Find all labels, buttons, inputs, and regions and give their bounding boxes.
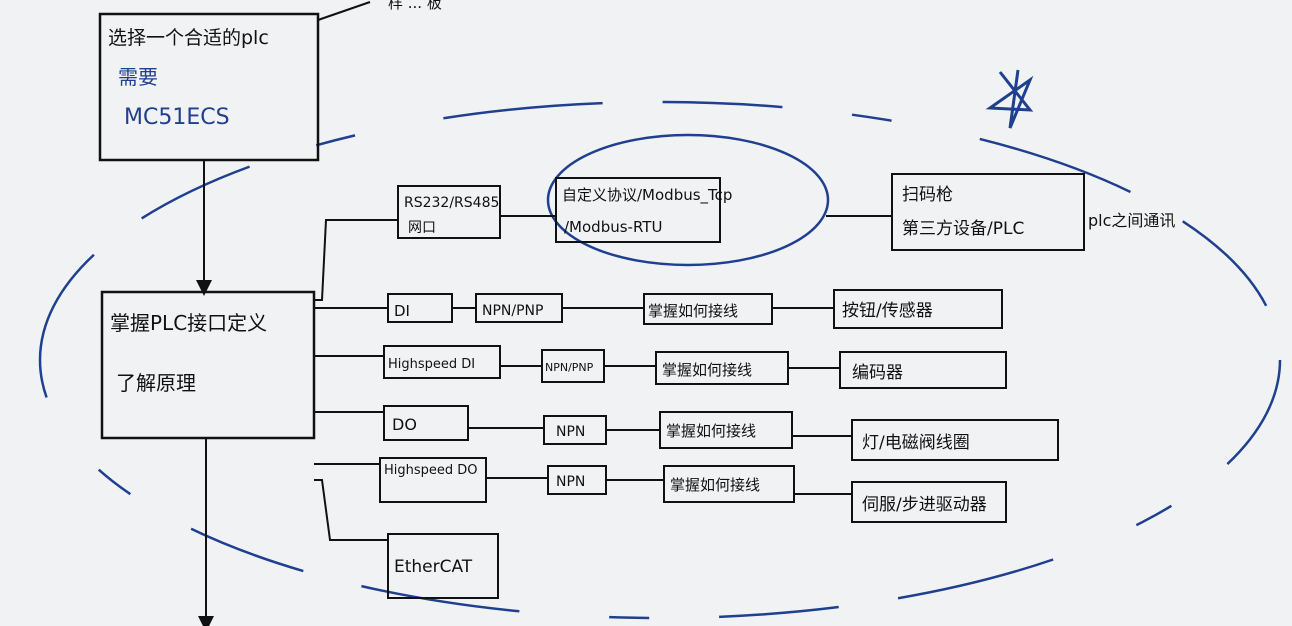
di-type: NPN/PNP <box>482 303 543 319</box>
ethercat-box <box>387 533 499 599</box>
top-box-title: 选择一个合适的plc <box>108 27 269 49</box>
hsdo-device: 伺服/步进驱动器 <box>862 495 987 515</box>
di-device: 按钮/传感器 <box>842 301 933 321</box>
device-box <box>891 173 1085 251</box>
comm-port-line1: RS232/RS485 <box>404 195 499 211</box>
hsdo-label: Highspeed DO <box>384 463 478 478</box>
hsdi-type: NPN/PNP <box>545 361 594 374</box>
protocol-box <box>555 177 721 243</box>
protocol-circle <box>546 133 830 267</box>
hsdi-device: 编码器 <box>852 363 903 383</box>
di-device-box <box>833 289 1003 329</box>
top-box-line2: 需要 <box>118 65 158 89</box>
hsdo-wiring: 掌握如何接线 <box>670 476 760 494</box>
do-label: DO <box>392 415 417 434</box>
hsdi-label: Highspeed DI <box>388 357 475 372</box>
do-device: 灯/电磁阀线圈 <box>862 433 970 453</box>
do-wiring-box <box>659 411 793 449</box>
star-icon <box>985 69 1034 129</box>
top-box <box>98 12 320 162</box>
do-box <box>383 405 469 441</box>
scope-ellipse <box>38 100 1282 620</box>
ethercat-label: EtherCAT <box>394 557 473 577</box>
do-device-box <box>851 419 1059 461</box>
do-type: NPN <box>556 424 585 440</box>
left-box-line1: 掌握PLC接口定义 <box>110 311 267 335</box>
comm-note: plc之间通讯 <box>1088 211 1175 230</box>
device-line2: 第三方设备/PLC <box>902 219 1024 239</box>
protocol-line2: /Modbus-RTU <box>564 218 662 236</box>
hsdo-wiring-box <box>663 465 795 503</box>
hsdo-type: NPN <box>556 474 585 490</box>
left-box <box>100 290 316 440</box>
protocol-line1: 自定义协议/Modbus_Tcp <box>562 186 732 205</box>
left-box-line2: 了解原理 <box>116 371 196 395</box>
hsdi-box <box>383 345 501 379</box>
do-wiring: 掌握如何接线 <box>666 422 756 440</box>
hsdo-box <box>379 457 487 503</box>
di-wiring: 掌握如何接线 <box>648 302 738 320</box>
top-box-line3: MC51ECS <box>124 105 230 130</box>
di-label: DI <box>394 302 410 320</box>
hsdi-wiring: 掌握如何接线 <box>662 361 752 379</box>
hsdi-device-box <box>839 351 1007 389</box>
comm-port-line2: 网口 <box>408 220 436 236</box>
top-scribble: 样 ... 板 <box>388 0 442 12</box>
comm-port-box <box>397 185 501 239</box>
hsdo-device-box <box>851 481 1007 523</box>
device-line1: 扫码枪 <box>902 185 953 205</box>
